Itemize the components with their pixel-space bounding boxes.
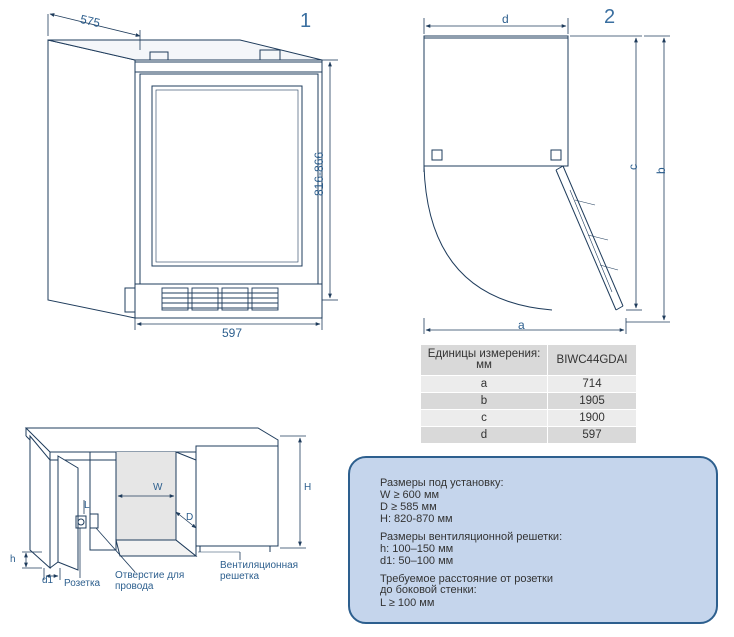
install-w: W ≥ 600 мм	[380, 489, 440, 501]
row-value: 1900	[547, 409, 637, 427]
dimensions-table: Единицы измерения: мм BIWC44GDAI a 714 b…	[420, 344, 637, 444]
fig1-appliance	[47, 39, 323, 319]
table-row: d 597	[420, 426, 637, 444]
table-header-row: Единицы измерения: мм BIWC44GDAI	[420, 344, 637, 376]
vent-grille-label: Вентиляционная решетка	[220, 560, 299, 582]
install-d: D ≥ 585 мм	[380, 501, 437, 513]
row-key: b	[420, 392, 548, 410]
table-row: a 714	[420, 375, 637, 393]
fig1-dimension-lines	[47, 13, 338, 330]
fig2-b-label: b	[654, 167, 668, 174]
figure-number-2: 2	[604, 6, 616, 28]
niche-w-label: W	[153, 482, 163, 493]
table-row: b 1905	[420, 392, 637, 410]
niche-d1-label: d1	[42, 575, 54, 586]
socket-distance-l: L ≥ 100 мм	[380, 597, 435, 609]
install-h: H: 820-870 мм	[380, 513, 453, 525]
fig1-height-label: 816-866	[312, 151, 326, 196]
figure-number-1: 1	[300, 10, 312, 32]
row-key: c	[420, 409, 548, 427]
row-value: 714	[547, 375, 637, 393]
row-key: a	[420, 375, 548, 393]
fig2-c-label: c	[626, 164, 640, 170]
fig2-d-label: d	[502, 12, 509, 26]
niche-dimension-lines	[22, 435, 306, 580]
vent-d1: d1: 50–100 мм	[380, 555, 454, 567]
fig2-a-label: a	[518, 318, 525, 332]
niche-h-label: H	[304, 482, 312, 493]
niche-small-h-label: h	[10, 554, 16, 565]
row-value: 1905	[547, 392, 637, 410]
vent-h: h: 100–150 мм	[380, 543, 454, 555]
row-value: 597	[547, 426, 637, 444]
cable-hole-label: Отверстие для провода	[115, 570, 185, 592]
fig2-dimension-lines	[423, 18, 670, 334]
socket-distance-title: Требуемое расстояние от розетки до боков…	[380, 573, 553, 596]
fig1-width-label: 597	[222, 326, 243, 340]
units-header: Единицы измерения: мм	[420, 344, 548, 376]
table-row: c 1900	[420, 409, 637, 427]
row-key: d	[420, 426, 548, 444]
fig1-vent-grille	[161, 287, 279, 311]
niche-l-label: L	[84, 500, 90, 511]
niche-cabinet	[24, 427, 279, 571]
socket-label: Розетка	[64, 578, 101, 589]
fig2-top-view	[423, 35, 624, 311]
installation-info-panel: Размеры под установку: W ≥ 600 мм D ≥ 58…	[348, 456, 718, 624]
niche-d-label: D	[186, 512, 194, 523]
vent-title: Размеры вентиляционной решетки:	[380, 531, 563, 543]
install-title: Размеры под установку:	[380, 477, 504, 489]
model-header: BIWC44GDAI	[547, 344, 637, 376]
